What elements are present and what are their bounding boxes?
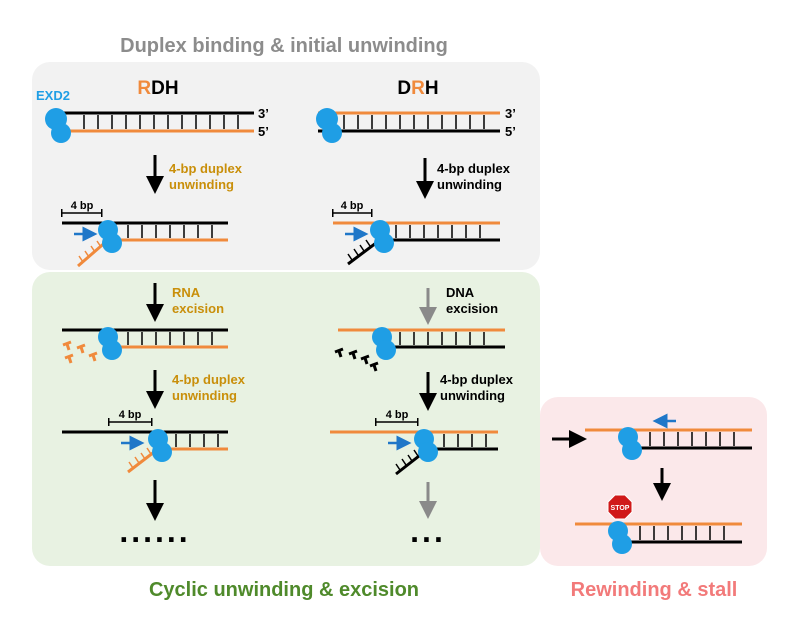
- top-title: Duplex binding & initial unwinding: [120, 35, 448, 57]
- drh-duplex-4: [330, 429, 498, 476]
- drh-5prime-1: 5’: [505, 124, 516, 139]
- cyclic-box: [32, 272, 540, 566]
- drh-3prime-1: 3’: [505, 106, 516, 121]
- rdh-duplex-1: [45, 108, 254, 143]
- drh-duplex-2: [333, 220, 500, 266]
- drh-4bp-label-1: 4 bp: [341, 200, 364, 212]
- stop-sign-label: STOP: [611, 505, 630, 512]
- stall-duplex: [575, 521, 742, 554]
- drh-duplex-3: [338, 327, 505, 360]
- rdh-5prime-1: 5’: [258, 124, 269, 139]
- dna-fragments: [334, 347, 379, 372]
- rewind-duplex-1: [585, 427, 752, 460]
- rdh-4bp-label-2: 4 bp: [119, 409, 142, 421]
- rna-fragments: [62, 340, 98, 364]
- rdh-4bp-label-1: 4 bp: [71, 200, 94, 212]
- rdh-duplex-3: [62, 327, 228, 360]
- drh-header: DRH: [397, 78, 438, 99]
- rdh-duplex-2: [62, 220, 228, 268]
- rdh-header: RDH: [137, 78, 178, 99]
- bottom-right-title: Rewinding & stall: [571, 579, 738, 601]
- stop-sign-icon: STOP: [607, 494, 633, 520]
- drh-continuation-dots: ...: [410, 513, 446, 549]
- exd2-protein-1: [45, 108, 71, 143]
- exd2-label: EXD2: [36, 88, 70, 103]
- drh-duplex-1: [316, 108, 500, 143]
- rdh-3prime-1: 3’: [258, 106, 269, 121]
- bottom-left-title: Cyclic unwinding & excision: [149, 579, 419, 601]
- drh-4bp-label-2: 4 bp: [386, 409, 409, 421]
- rdh-duplex-4: [62, 429, 228, 474]
- rdh-continuation-dots: ......: [119, 513, 190, 549]
- rdh-basepairs-1: [83, 115, 239, 129]
